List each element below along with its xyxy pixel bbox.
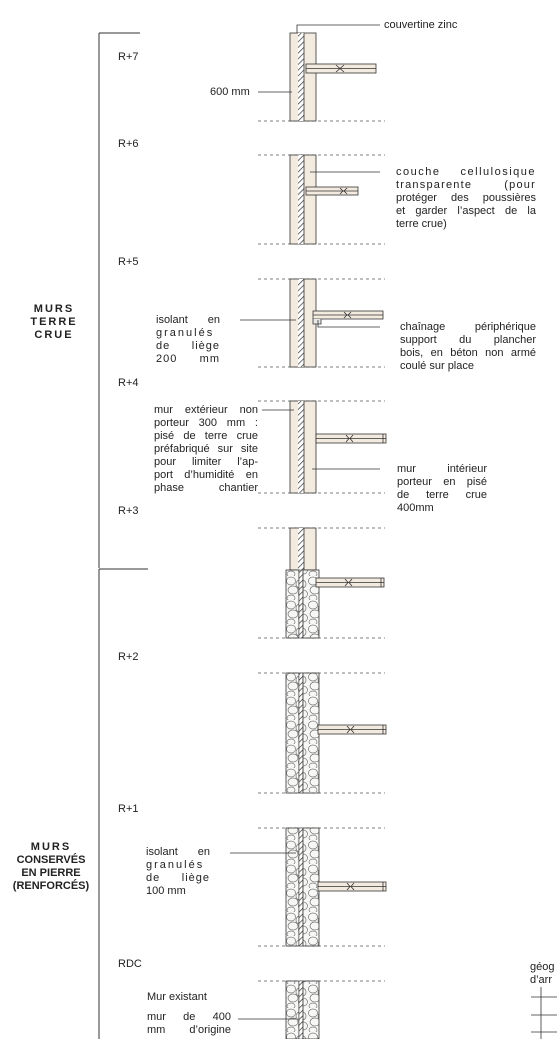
level-label: R+7 — [118, 51, 139, 63]
level-label: R+5 — [118, 256, 139, 268]
label-isolant-liege-100: isolant en granulés de liège 100 mm — [146, 846, 210, 897]
label-chainage-peripherique: chaînage périphérique support du planche… — [400, 321, 536, 372]
label-couvertine-zinc: couvertine zinc — [384, 19, 458, 31]
bracket-pierre — [98, 568, 148, 1039]
label-cropped-geog: géog d’arr — [530, 961, 555, 986]
level-label: R+4 — [118, 377, 139, 389]
floor-joists — [305, 63, 387, 892]
level-label: R+1 — [118, 803, 139, 815]
level-label: R+6 — [118, 138, 139, 150]
earth-wall-segments — [289, 32, 317, 571]
cropped-scale-figure — [531, 987, 557, 1039]
label-couche-cellulosique: couche cellulosique transparente (pour p… — [396, 166, 536, 230]
label-mur-interieur: mur intérieur porteur en pisé de terre c… — [397, 463, 487, 514]
stone-wall-segments — [285, 569, 320, 1039]
level-label: R+3 — [118, 505, 139, 517]
level-label: RDC — [118, 958, 142, 970]
label-mur-existant-title: Mur existant — [147, 991, 207, 1003]
section-heading-terre: MURS TERRE CRUE — [30, 303, 78, 341]
label-dimension-600: 600 mm — [210, 86, 250, 98]
floor-lines — [258, 120, 385, 982]
bracket-terre — [98, 32, 140, 568]
label-mur-exterieur: mur extérieur non porteur 300 mm : pisé … — [154, 404, 258, 494]
section-heading-pierre: MURS CONSERVÉS EN PIERRE (RENFORCÉS) — [12, 841, 90, 892]
label-isolant-liege-200: isolant en granulés de liège 200 mm — [156, 314, 220, 365]
label-mur-existant: mur de 400 mm d’origine — [147, 1011, 231, 1036]
leader-lines — [230, 24, 380, 1020]
level-label: R+2 — [118, 651, 139, 663]
